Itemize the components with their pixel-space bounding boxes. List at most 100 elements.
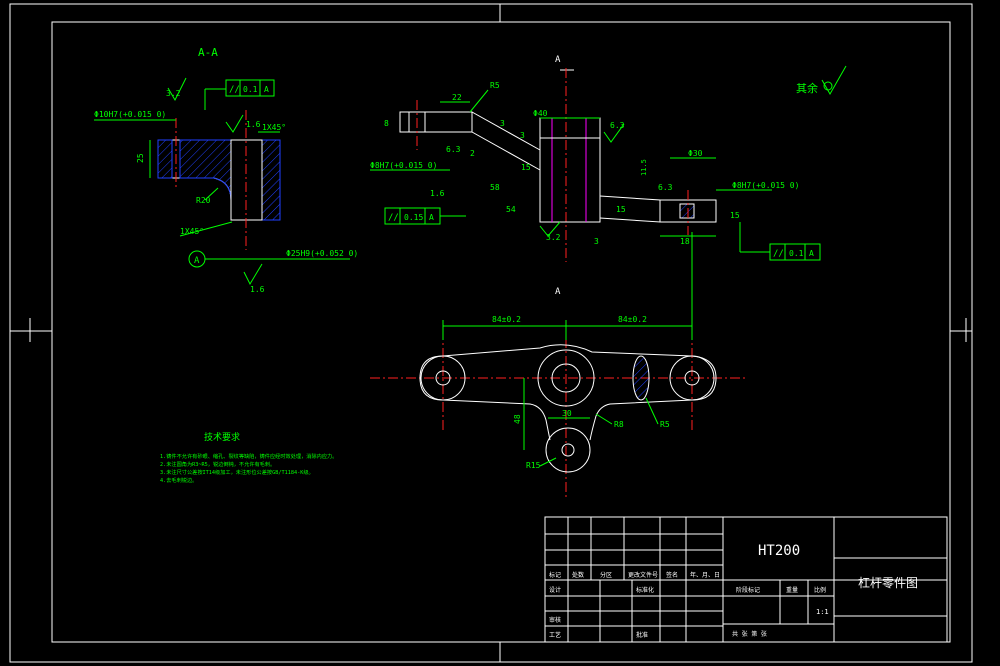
section-hatch-left: [179, 139, 232, 201]
section-tol-symbol: //: [229, 85, 240, 95]
title-block: HT200 杠杆零件图 标记 处数 分区 更改文件号 签名 年、月、日 设计 标…: [544, 516, 948, 643]
front-tol-value-left: 0.15: [404, 213, 423, 222]
dim-front-2: 2: [470, 149, 475, 158]
front-section-view: A A 22 R5 8 Φ40 6.3 Φ8H7(+0.015 0) 15 54: [370, 55, 847, 297]
dim-front-32: 3.2: [546, 233, 561, 242]
dim-line-5: [179, 221, 233, 237]
dim-front-16: 1.6: [430, 189, 445, 198]
roughness-value-3: 1.6: [250, 285, 265, 294]
dim-front-phi40: Φ40: [533, 109, 548, 118]
tb-designer: 设计: [549, 586, 561, 594]
front-tol-symbol-right: //: [773, 249, 784, 259]
top-left-hole: [435, 370, 451, 386]
top-center-hole: [551, 363, 581, 393]
tech-req-line-4: 4.去毛刺锐边。: [160, 476, 197, 484]
section-hatch-right: [261, 139, 281, 221]
dim-top-48: 48: [513, 414, 522, 424]
dim-front-3: 3: [500, 119, 505, 128]
dim-top-84-right: 84±0.2: [618, 315, 647, 324]
top-bottom-hole: [561, 443, 575, 457]
dim-section-height: 25: [136, 153, 145, 163]
dim-front-3-bottom: 3: [594, 237, 599, 246]
top-rib-section: [632, 355, 650, 401]
section-tol-frame: [225, 79, 275, 97]
dim-line-19: [539, 457, 557, 467]
section-view-a-a: A-A // 0.1 A Φ10H7(+0.015 0) 25 R20: [94, 46, 358, 294]
top-right-boss: [669, 355, 715, 401]
dim-front-63: 6.3: [610, 121, 625, 130]
tb-col-mark: 标记: [549, 571, 561, 579]
cut-arrow-bottom-label: A: [555, 287, 561, 297]
tb-col-date: 年、月、日: [690, 571, 720, 579]
front-tol-datum-right: A: [809, 249, 814, 258]
dim-front-3-top: 3: [520, 131, 525, 140]
dim-front-115: 11.5: [640, 159, 648, 176]
tb-standard: 标准化: [636, 586, 654, 594]
section-label: A-A: [198, 46, 218, 59]
front-tol-datum-left: A: [429, 213, 434, 222]
dim-section-bore-small: Φ10H7(+0.015 0): [94, 110, 166, 119]
roughness-value-2: 1.6: [246, 120, 261, 129]
technical-requirements: 技术要求 1.铸件不允许有砂眼、缩孔、裂纹等缺陷，铸件应经时效处理，消除内应力。…: [160, 431, 337, 484]
dim-top-r5: R5: [660, 420, 670, 429]
tb-weight: 重量: [786, 586, 798, 594]
tech-req-line-3: 3.未注尺寸公差按IT14级加工，未注形位公差按GB/T1184-K级。: [160, 468, 314, 476]
dim-section-radius: R20: [196, 196, 211, 205]
front-tol-value-right: 0.1: [789, 249, 804, 258]
dim-top-r15: R15: [526, 461, 541, 470]
sheet-outer-frame: [9, 3, 973, 663]
dim-section-chamfer-top: 1X45°: [262, 123, 286, 132]
tb-col-change: 更改文件号: [628, 571, 658, 579]
front-right-arm: [599, 195, 661, 223]
dim-front-15-right: 15: [730, 211, 740, 220]
dim-line-3: [204, 187, 219, 201]
tech-req-line-2: 2.未注圆角为R3~R5，锐边倒钝，不允许有毛刺。: [160, 460, 275, 468]
tb-process: 工艺: [549, 631, 561, 639]
dim-section-chamfer-bottom: 1X45°: [180, 227, 204, 236]
roughness-note-circle: [823, 81, 833, 91]
dim-front-phi8-right: Φ8H7(+0.015 0): [732, 181, 799, 190]
dim-top-r8: R8: [614, 420, 624, 429]
datum-a-label: A: [194, 256, 200, 266]
dim-front-phi30: Φ30: [688, 149, 703, 158]
roughness-note-symbol: [821, 65, 847, 96]
dim-front-54: 54: [506, 205, 516, 214]
tb-reviewer: 审核: [549, 616, 561, 624]
roughness-mark-4: [603, 123, 625, 143]
top-right-hole: [684, 370, 700, 386]
dim-line-8: [469, 89, 489, 113]
cut-arrow-top-label: A: [555, 55, 561, 65]
part-name: 杠杆零件图: [858, 575, 918, 590]
roughness-mark-2: [225, 114, 244, 133]
tb-stage-mark: 阶段标记: [736, 586, 760, 594]
sheet-inner-frame: [51, 21, 951, 643]
tb-col-count: 处数: [572, 571, 584, 579]
front-left-lug: [399, 111, 473, 133]
dim-front-phi8-left: Φ8H7(+0.015 0): [370, 161, 437, 170]
datum-a-circle: [188, 250, 206, 268]
tech-req-line-1: 1.铸件不允许有砂眼、缩孔、裂纹等缺陷，铸件应经时效处理，消除内应力。: [160, 452, 337, 460]
roughness-mark-5: [539, 221, 561, 237]
dim-front-63-left: 6.3: [446, 145, 461, 154]
front-right-lug-hatch: [679, 203, 695, 219]
dim-line-17: [595, 413, 613, 425]
dim-front-15-arm: 15: [616, 205, 626, 214]
top-lever-outline: [419, 344, 717, 441]
dim-front-63-right: 6.3: [658, 183, 673, 192]
dim-top-30: 30: [562, 409, 572, 418]
tb-sheet: 共 张 第 张: [732, 630, 767, 638]
dim-top-84-left: 84±0.2: [492, 315, 521, 324]
section-tol-datum: A: [264, 85, 269, 94]
tb-col-zone: 分区: [600, 571, 612, 579]
top-view: 84±0.2 84±0.2 48 30 R8 R5 R15: [370, 232, 745, 500]
roughness-mark-3: [243, 263, 263, 286]
front-rib: [471, 111, 541, 171]
dim-front-8: 8: [384, 119, 389, 128]
section-hatch-edge: [157, 139, 173, 179]
tech-req-title: 技术要求: [204, 431, 240, 443]
section-tol-value: 0.1: [243, 85, 258, 94]
tb-scale-value: 1:1: [816, 608, 829, 616]
top-left-boss: [420, 355, 466, 401]
top-center-boss: [537, 349, 595, 407]
dim-section-bore-large: Φ25H9(+0.052 0): [286, 249, 358, 258]
